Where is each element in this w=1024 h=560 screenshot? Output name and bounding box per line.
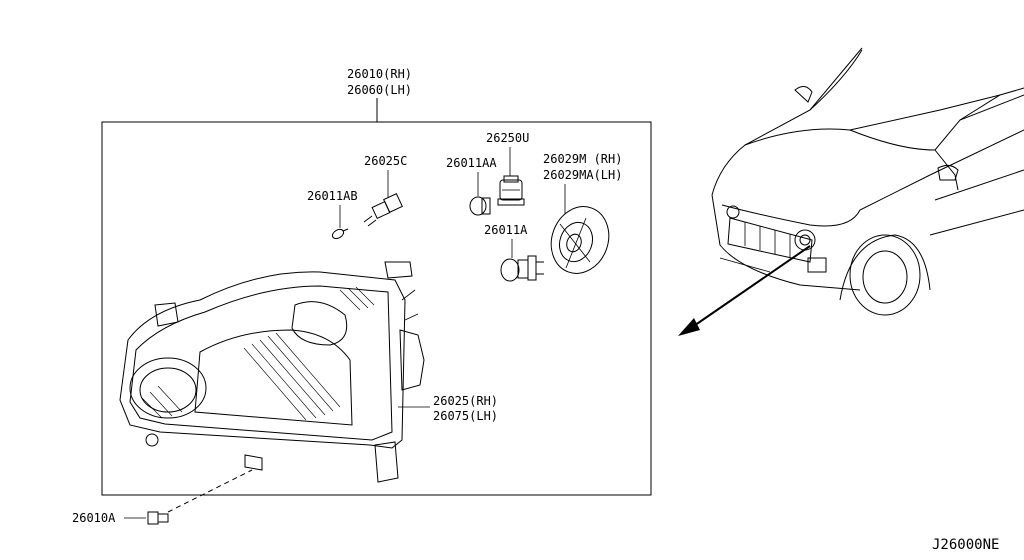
label-26250U: 26250U [486, 131, 529, 145]
screw-path [167, 469, 253, 513]
label-26029M: 26029M (RH) [543, 152, 622, 166]
label-assembly-lh: 26060(LH) [347, 83, 412, 97]
label-26029MA: 26029MA(LH) [543, 168, 622, 182]
bulb-26011AB [331, 228, 349, 240]
screw-26010A [147, 511, 169, 525]
socket-26250U [497, 175, 525, 206]
cap-26029M [550, 206, 610, 274]
view-arrow-line [687, 245, 811, 331]
label-26010A: 26010A [72, 511, 116, 525]
view-arrow-head [678, 318, 700, 336]
label-housing-rh: 26025(RH) [433, 394, 498, 408]
label-26011AB: 26011AB [307, 189, 358, 203]
vehicle-sketch [711, 47, 1024, 316]
label-26025C: 26025C [364, 154, 407, 168]
label-26011A: 26011A [484, 223, 528, 237]
diagram-id: J26000NE [932, 537, 999, 553]
bulb-26025C [363, 193, 403, 227]
label-26011AA: 26011AA [446, 156, 497, 170]
bulb-26011AA [469, 196, 491, 216]
bulb-26011A [500, 255, 544, 282]
label-housing-lh: 26075(LH) [433, 409, 498, 423]
label-assembly-rh: 26010(RH) [347, 67, 412, 81]
headlamp-housing [119, 261, 425, 483]
